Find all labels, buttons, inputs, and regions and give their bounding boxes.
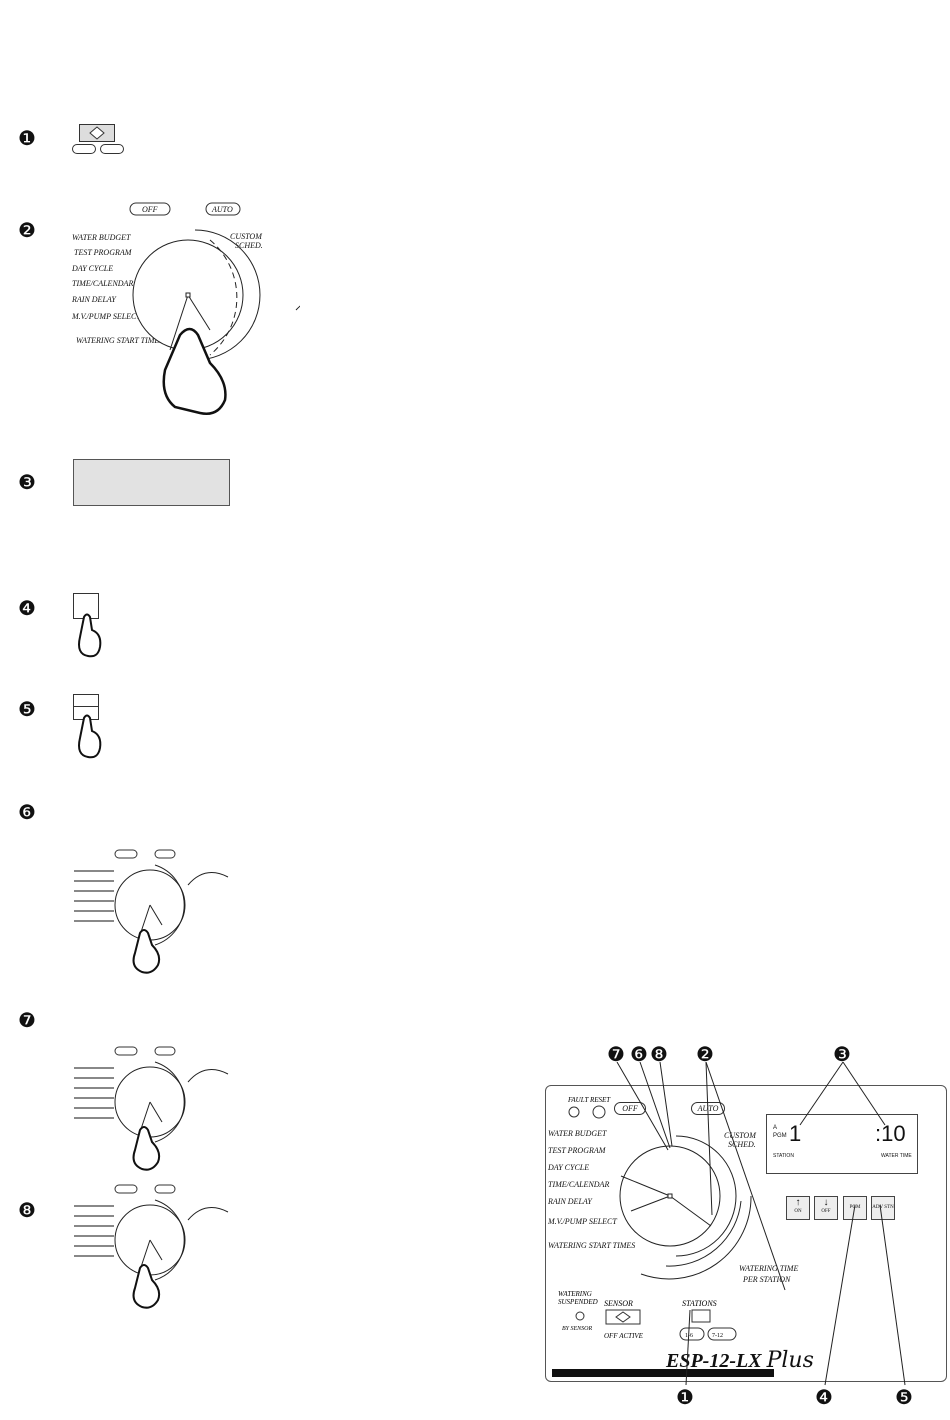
callout-2: ❷ bbox=[696, 1044, 714, 1066]
controller-button-pgm-label: PGM bbox=[849, 1205, 861, 1210]
controller-auto-pill: AUTO bbox=[691, 1102, 725, 1115]
station-button-left-icon bbox=[72, 144, 96, 154]
pointing-hand-icon bbox=[132, 929, 161, 974]
dial-auto-pill: AUTO bbox=[205, 202, 241, 216]
dial-label-start-times: WATERING START TIMES bbox=[76, 336, 163, 345]
controller-label-test-program: TEST PROGRAM bbox=[548, 1146, 607, 1155]
svg-text:PER STATION: PER STATION bbox=[742, 1275, 791, 1284]
controller-label-sched: SCHED. bbox=[728, 1140, 756, 1149]
svg-text:WATERING: WATERING bbox=[558, 1290, 592, 1298]
dial-label-day-cycle: DAY CYCLE bbox=[71, 264, 113, 273]
pointing-hand-icon bbox=[78, 714, 102, 759]
callout-8: ❽ bbox=[650, 1044, 668, 1066]
model-plus-text: Plus bbox=[766, 1348, 814, 1373]
pointing-hand-icon bbox=[78, 613, 102, 658]
dial-label-mv-pump: M.V./PUMP SELECT bbox=[71, 312, 141, 321]
dial-off-pill: OFF bbox=[129, 202, 171, 216]
lcd-pgm-label: PGM bbox=[773, 1133, 787, 1139]
svg-text:WATERING TIME: WATERING TIME bbox=[739, 1264, 798, 1273]
callout-3: ❸ bbox=[833, 1044, 851, 1066]
fault-reset-label: FAULT RESET bbox=[567, 1096, 611, 1104]
controller-bottom-bar bbox=[552, 1369, 774, 1377]
rotate-arrow-icon bbox=[295, 305, 300, 311]
watering-time-label: WATERING TIME PER STATION bbox=[739, 1264, 798, 1284]
controller-button-pgm: PGM bbox=[843, 1196, 867, 1220]
svg-text:7-12: 7-12 bbox=[712, 1333, 723, 1339]
step-2-number: ❷ bbox=[18, 220, 36, 242]
svg-text:1-6: 1-6 bbox=[685, 1333, 693, 1339]
step-6-number: ❻ bbox=[18, 802, 36, 824]
step-8-number: ❽ bbox=[18, 1200, 36, 1222]
watering-suspended-indicator: WATERING SUSPENDED BY SENSOR bbox=[558, 1290, 598, 1332]
pointing-hand-icon bbox=[162, 327, 227, 415]
lcd-station-value: 1 bbox=[789, 1121, 802, 1146]
fault-reset-indicator: FAULT RESET bbox=[567, 1096, 611, 1119]
svg-text:SUSPENDED: SUSPENDED bbox=[558, 1298, 598, 1306]
step-5-number: ❺ bbox=[18, 699, 36, 721]
sensor-key-icon bbox=[79, 124, 115, 142]
dial-label-sched: SCHED. bbox=[235, 241, 263, 250]
pointing-hand-icon bbox=[132, 1126, 161, 1171]
controller-button-off: ↓ OFF bbox=[814, 1196, 838, 1220]
controller-button-adv-label: ADV STN bbox=[872, 1205, 894, 1210]
step-3-number: ❸ bbox=[18, 472, 36, 494]
arrow-down-icon: ↓ bbox=[823, 1197, 829, 1208]
controller-button-off-label: OFF bbox=[821, 1209, 831, 1214]
svg-text:SENSOR: SENSOR bbox=[604, 1299, 633, 1308]
callout-5: ❺ bbox=[895, 1387, 913, 1409]
callout-1: ❶ bbox=[676, 1387, 694, 1409]
svg-text:STATIONS: STATIONS bbox=[682, 1299, 717, 1308]
step-1-number: ❶ bbox=[18, 128, 36, 150]
dial-label-rain-delay: RAIN DELAY bbox=[71, 295, 117, 304]
controller-label-start-times: WATERING START TIMES bbox=[548, 1241, 635, 1250]
callout-4: ❹ bbox=[815, 1387, 833, 1409]
controller-button-adv-stn: ADV STN bbox=[871, 1196, 895, 1220]
dial-small bbox=[74, 1046, 229, 1171]
dial-label-time-calendar: TIME/CALENDAR bbox=[72, 279, 133, 288]
rotate-arrow-icon bbox=[187, 1069, 229, 1083]
controller-label-mv-pump: M.V./PUMP SELECT bbox=[547, 1217, 617, 1226]
controller-label-day-cycle: DAY CYCLE bbox=[547, 1163, 589, 1172]
step-7-number: ❼ bbox=[18, 1010, 36, 1032]
callout-6: ❻ bbox=[630, 1044, 648, 1066]
pointing-hand-icon bbox=[132, 1264, 161, 1309]
controller-label-rain-delay: RAIN DELAY bbox=[547, 1197, 593, 1206]
callout-7: ❼ bbox=[607, 1044, 625, 1066]
lcd-display-blank bbox=[73, 459, 230, 506]
dial-label-test-program: TEST PROGRAM bbox=[74, 248, 133, 257]
station-button-right-icon bbox=[100, 144, 124, 154]
svg-text:BY SENSOR: BY SENSOR bbox=[562, 1326, 593, 1332]
lcd-time-label: WATER TIME bbox=[881, 1153, 912, 1159]
dial-auto-label: AUTO bbox=[211, 205, 233, 214]
controller-button-on: ↑ ON bbox=[786, 1196, 810, 1220]
controller-label-water-budget: WATER BUDGET bbox=[548, 1129, 607, 1138]
rotate-arrow-icon bbox=[187, 872, 229, 886]
controller-label-custom: CUSTOM bbox=[724, 1131, 757, 1140]
dial-small bbox=[74, 1184, 229, 1309]
controller-off-pill: OFF bbox=[614, 1102, 646, 1115]
controller-panel: FAULT RESET OFF AUTO WATER BUDGET TEST P… bbox=[545, 1085, 947, 1382]
lcd-pgm-letter: A bbox=[773, 1125, 778, 1131]
svg-text:OFF ACTIVE: OFF ACTIVE bbox=[604, 1332, 644, 1340]
controller-dial: WATER BUDGET TEST PROGRAM DAY CYCLE TIME… bbox=[547, 1129, 757, 1280]
dial-off-label: OFF bbox=[142, 205, 158, 214]
blank-button-icon bbox=[73, 593, 99, 619]
controller-off-label: OFF bbox=[622, 1104, 638, 1113]
arrow-up-icon: ↑ bbox=[795, 1197, 801, 1208]
stations-panel: STATIONS 1-6 7-12 bbox=[679, 1299, 737, 1341]
controller-auto-label: AUTO bbox=[697, 1104, 719, 1113]
controller-button-on-label: ON bbox=[794, 1209, 802, 1214]
lcd-time-value: :10 bbox=[875, 1121, 906, 1146]
lcd-station-label: STATION bbox=[773, 1153, 794, 1159]
controller-lcd: A PGM 1 STATION :10 WATER TIME bbox=[766, 1114, 918, 1174]
dial-label-water-budget: WATER BUDGET bbox=[72, 233, 131, 242]
dial-label-custom: CUSTOM bbox=[230, 232, 263, 241]
dial-small bbox=[74, 849, 229, 974]
step-4-number: ❹ bbox=[18, 598, 36, 620]
rotate-arrow-icon bbox=[187, 1207, 229, 1221]
dial-large: OFF AUTO WATER BUDGET TEST PROGRAM DAY C… bbox=[71, 202, 300, 415]
controller-label-time-calendar: TIME/CALENDAR bbox=[548, 1180, 609, 1189]
sensor-panel: SENSOR OFF ACTIVE bbox=[604, 1299, 644, 1340]
